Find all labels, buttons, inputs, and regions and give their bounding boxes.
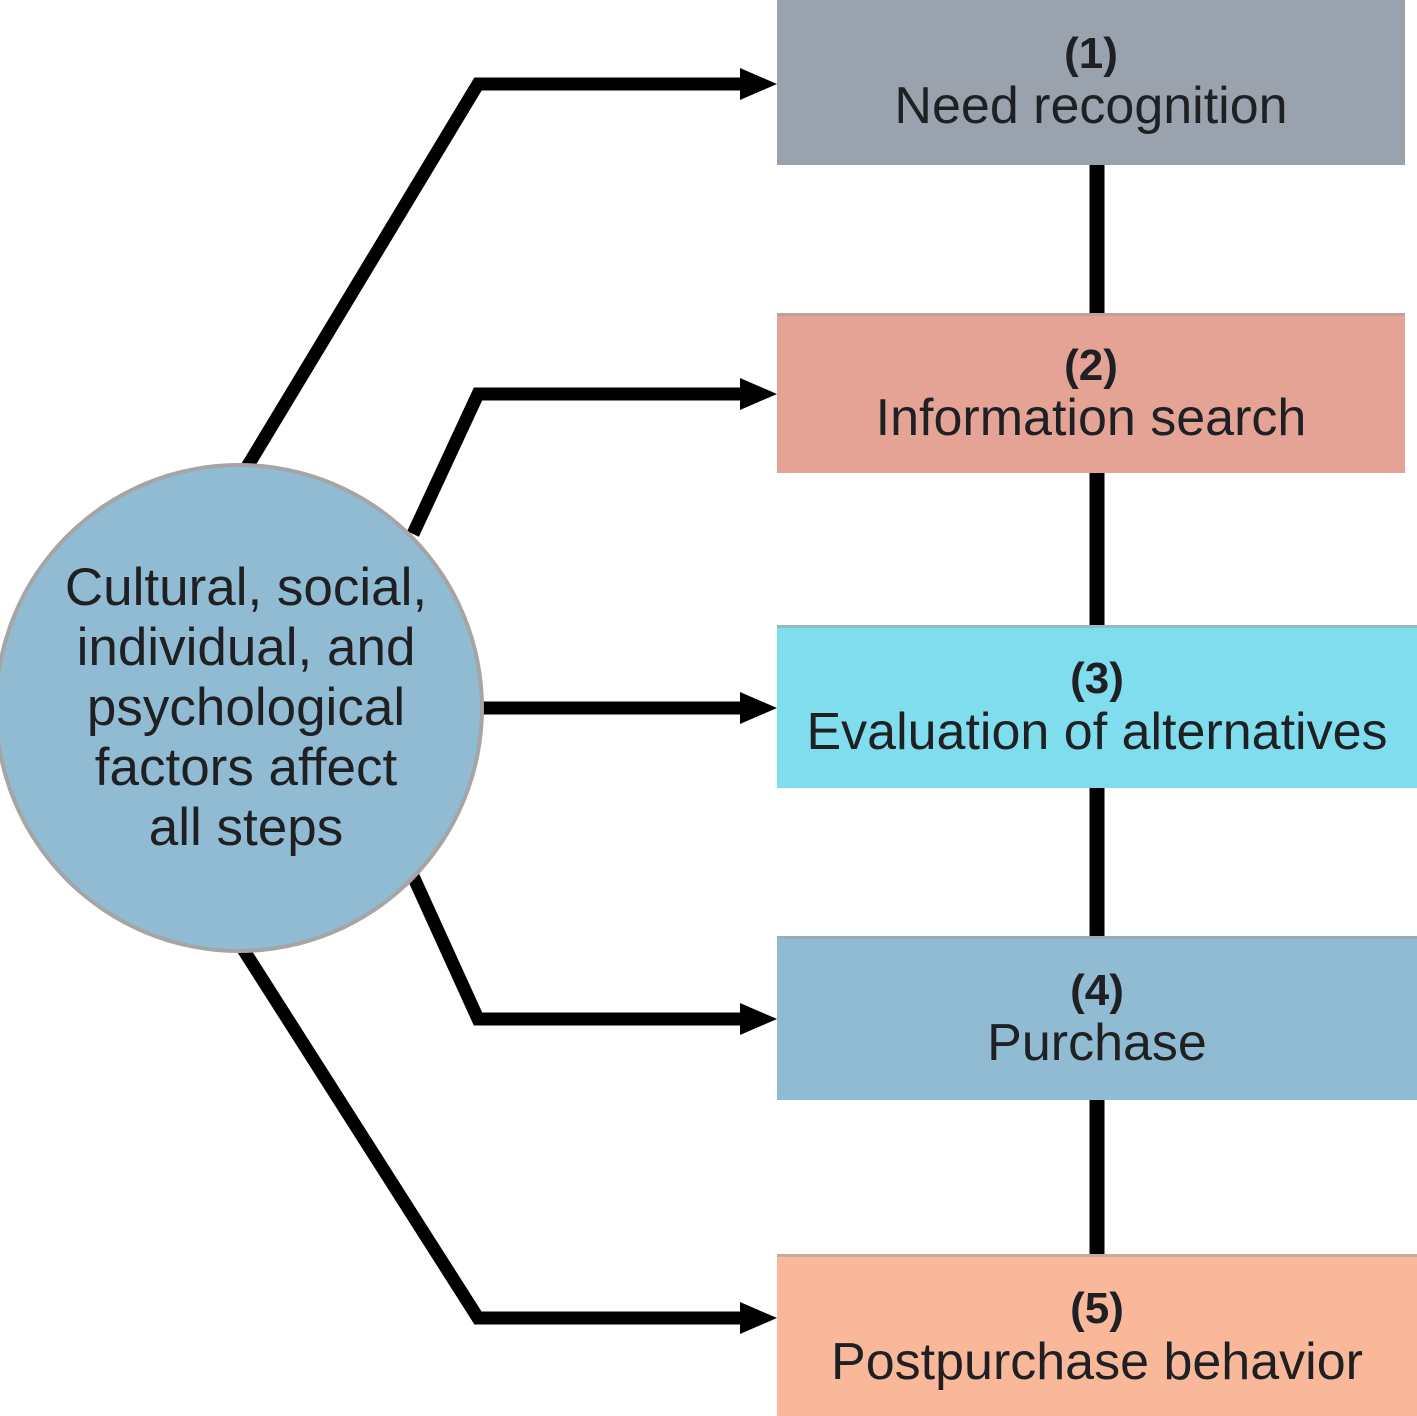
factors-circle-line-4: factors affect bbox=[94, 738, 398, 797]
step-3-label: Evaluation of alternatives bbox=[806, 702, 1388, 761]
factors-circle-line-1: Cultural, social, bbox=[64, 558, 428, 617]
connector-circle-to-step-2 bbox=[407, 378, 777, 537]
step-5-label: Postpurchase behavior bbox=[831, 1332, 1363, 1391]
step-box-need-recognition[interactable]: (1) Need recognition bbox=[777, 0, 1405, 165]
step-5-number: (5) bbox=[1070, 1284, 1124, 1334]
step-box-purchase[interactable]: (4) Purchase bbox=[777, 936, 1417, 1100]
step-4-label: Purchase bbox=[987, 1014, 1207, 1073]
connector-circle-to-step-4 bbox=[407, 873, 777, 1035]
step-2-number: (2) bbox=[1064, 340, 1118, 390]
step-box-postpurchase-behavior[interactable]: (5) Postpurchase behavior bbox=[777, 1254, 1417, 1416]
step-3-number: (3) bbox=[1070, 654, 1124, 704]
connector-circle-to-step-1 bbox=[241, 68, 777, 471]
step-4-number: (4) bbox=[1070, 965, 1124, 1015]
factors-circle-line-3: psychological bbox=[86, 678, 406, 737]
connector-circle-to-step-5 bbox=[237, 945, 777, 1334]
step-box-evaluation-of-alternatives[interactable]: (3) Evaluation of alternatives bbox=[777, 625, 1417, 788]
step-1-number: (1) bbox=[1064, 28, 1118, 78]
factors-circle: Cultural, social, individual, and psycho… bbox=[0, 467, 480, 949]
step-box-information-search[interactable]: (2) Information search bbox=[777, 313, 1405, 473]
connector-circle-to-step-3 bbox=[480, 692, 777, 724]
factors-circle-line-5: all steps bbox=[148, 798, 344, 857]
factors-circle-text: Cultural, social, individual, and psycho… bbox=[39, 558, 439, 858]
step-2-label: Information search bbox=[875, 389, 1307, 448]
step-1-label: Need recognition bbox=[894, 77, 1288, 136]
factors-circle-line-2: individual, and bbox=[76, 618, 416, 677]
